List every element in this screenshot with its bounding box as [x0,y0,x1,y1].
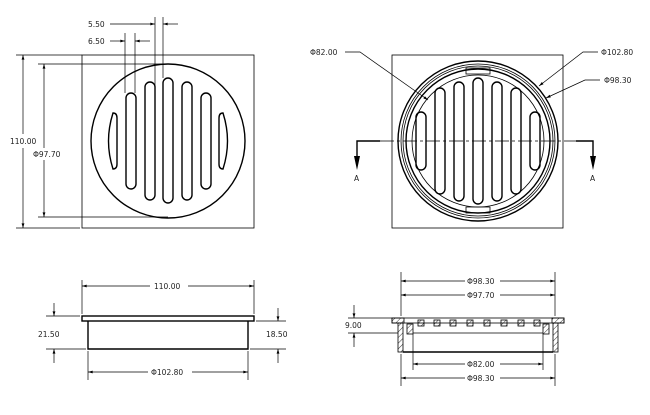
dim-label: Φ102.80 [151,368,183,377]
dim-label: Φ98.30 [467,277,495,286]
dim-inner-diameter: Φ82.00 [412,334,544,370]
dim-grate-diameter: Φ97.70 [33,63,168,218]
dim-overall-size: 110.00 [10,54,82,229]
section-label: A [590,174,596,183]
dim-slot-width: 6.50 [88,33,150,93]
section-line-a-a: A A [354,140,596,183]
dim-label: Φ102.80 [601,48,633,57]
square-frame [81,54,255,229]
section-view: Φ98.30 Φ97.70 9.00 Φ82.00 Φ98.30 [345,272,565,386]
dim-label: 110.00 [10,137,36,146]
grate-slots [107,77,229,204]
dim-label: 21.50 [38,330,60,339]
dim-grate-thickness: 9.00 [345,305,398,347]
dim-label: Φ98.30 [604,76,632,85]
top-view-detail: A A Φ82.00 Φ102.80 Φ98.30 [310,48,633,229]
square-frame [391,54,564,229]
dim-label: Φ82.00 [310,48,338,57]
dim-label: Φ98.30 [467,374,495,383]
dim-bottom-diameter: Φ98.30 [400,354,556,386]
dim-label: 110.00 [154,282,180,291]
dim-width: 110.00 [81,280,255,314]
dim-total-height: 21.50 [38,303,86,363]
dim-body-diameter: Φ102.80 [87,351,249,380]
dim-label: 9.00 [345,321,362,330]
dim-label: Φ97.70 [33,150,61,159]
flange [81,315,255,322]
dim-top-diameter-2: Φ97.70 [401,291,555,300]
grate-circle [90,63,246,219]
dim-label: 5.50 [88,20,105,29]
dim-label: 6.50 [88,37,105,46]
dim-label: Φ97.70 [467,291,495,300]
body [87,321,249,350]
wall-left [397,322,404,353]
dim-slot-pitch: 5.50 [88,17,178,95]
section-label: A [354,174,360,183]
dim-label: 18.50 [266,330,288,339]
dim-mid-diameter: Φ98.30 [545,76,632,99]
wall-right [552,322,559,353]
top-view: 5.50 6.50 110.00 Φ97.70 [10,17,255,229]
dim-outer-diameter: Φ102.80 [538,48,633,87]
dim-body-height: 18.50 [250,308,288,363]
grate-bars [417,319,541,327]
side-view: 110.00 21.50 18.50 Φ102.80 [38,280,288,380]
dim-inner-diameter: Φ82.00 [310,48,429,101]
dim-label: Φ82.00 [467,360,495,369]
